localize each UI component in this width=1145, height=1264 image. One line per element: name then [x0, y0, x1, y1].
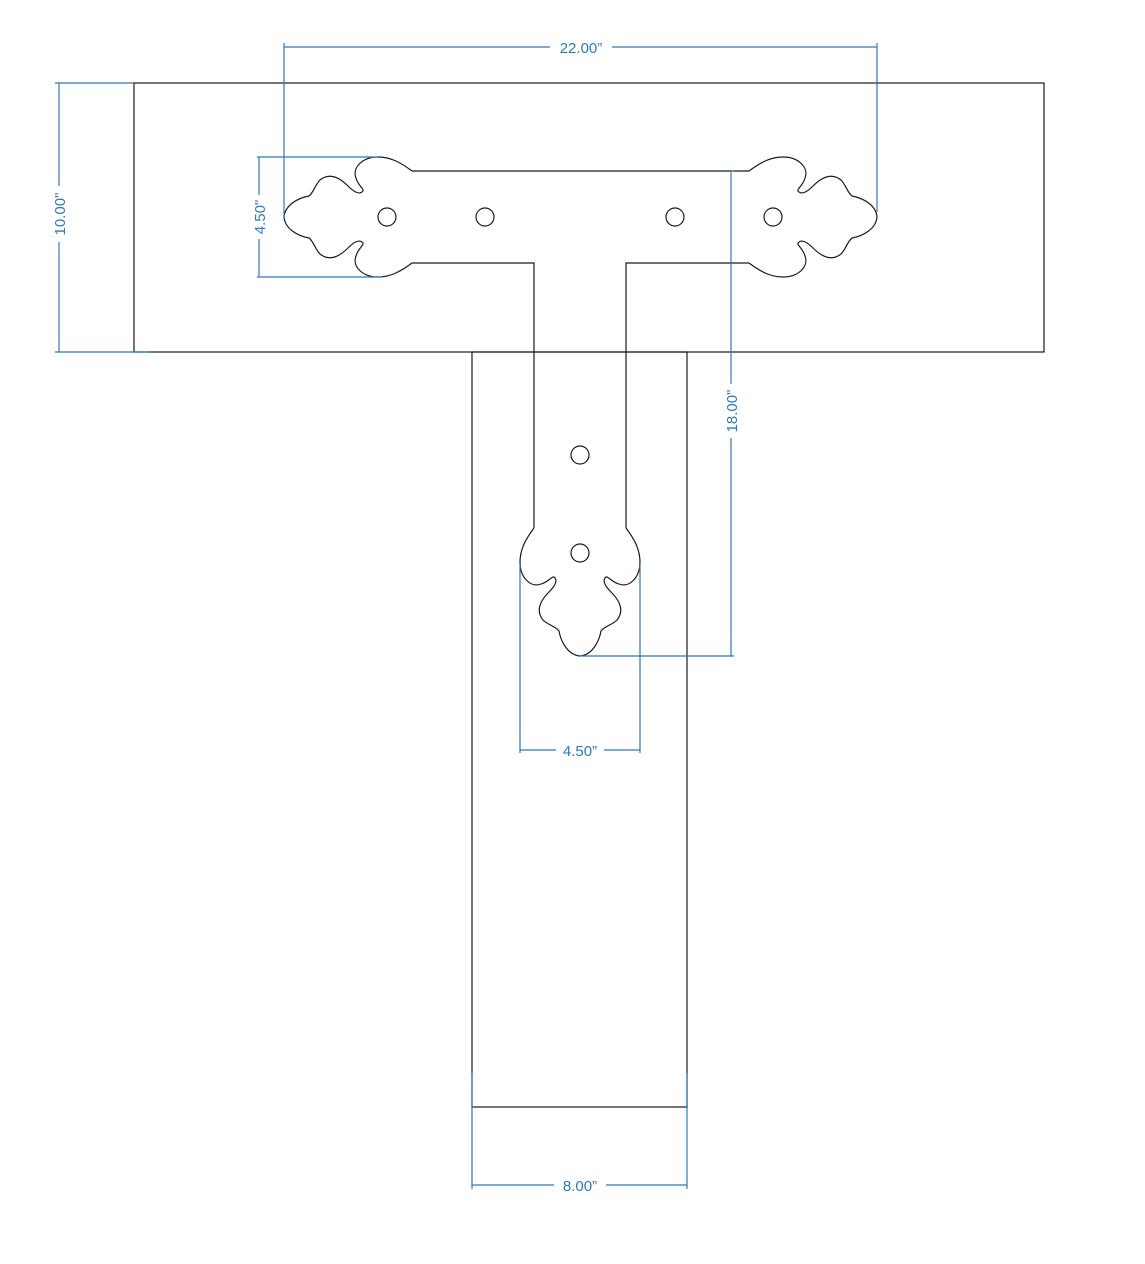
right-ornament: [748, 156, 878, 278]
screw-hole: [475, 207, 495, 227]
vertical-post: [471, 351, 688, 1108]
dimension-board-height: 10.00": [50, 82, 150, 353]
t-strap: [283, 156, 878, 657]
bottom-ornament: [519, 527, 641, 657]
dimension-label: 4.50”: [563, 743, 597, 760]
screw-holes: [377, 207, 783, 563]
dimension-label: 18.00": [724, 390, 741, 433]
dimension-strap-length: 18.00": [580, 170, 741, 657]
screw-hole: [665, 207, 685, 227]
dimension-label: 10.00": [52, 193, 69, 236]
dimension-label: 8.00”: [563, 1178, 597, 1195]
screw-hole: [570, 543, 590, 563]
strap-outline: [412, 170, 749, 528]
dimension-strap-width: 22.00”: [283, 38, 878, 217]
dimension-label: 4.50": [252, 200, 269, 235]
dimension-arm-ornament-height: 4.50": [250, 156, 382, 278]
horizontal-beam: [133, 82, 1045, 353]
dimension-label: 22.00”: [560, 40, 603, 57]
dimension-post-width: 8.00”: [471, 1073, 688, 1195]
screw-hole: [377, 207, 397, 227]
screw-hole: [763, 207, 783, 227]
left-ornament: [283, 156, 413, 278]
dimension-leg-ornament-width: 4.50”: [519, 565, 641, 760]
screw-hole: [570, 445, 590, 465]
